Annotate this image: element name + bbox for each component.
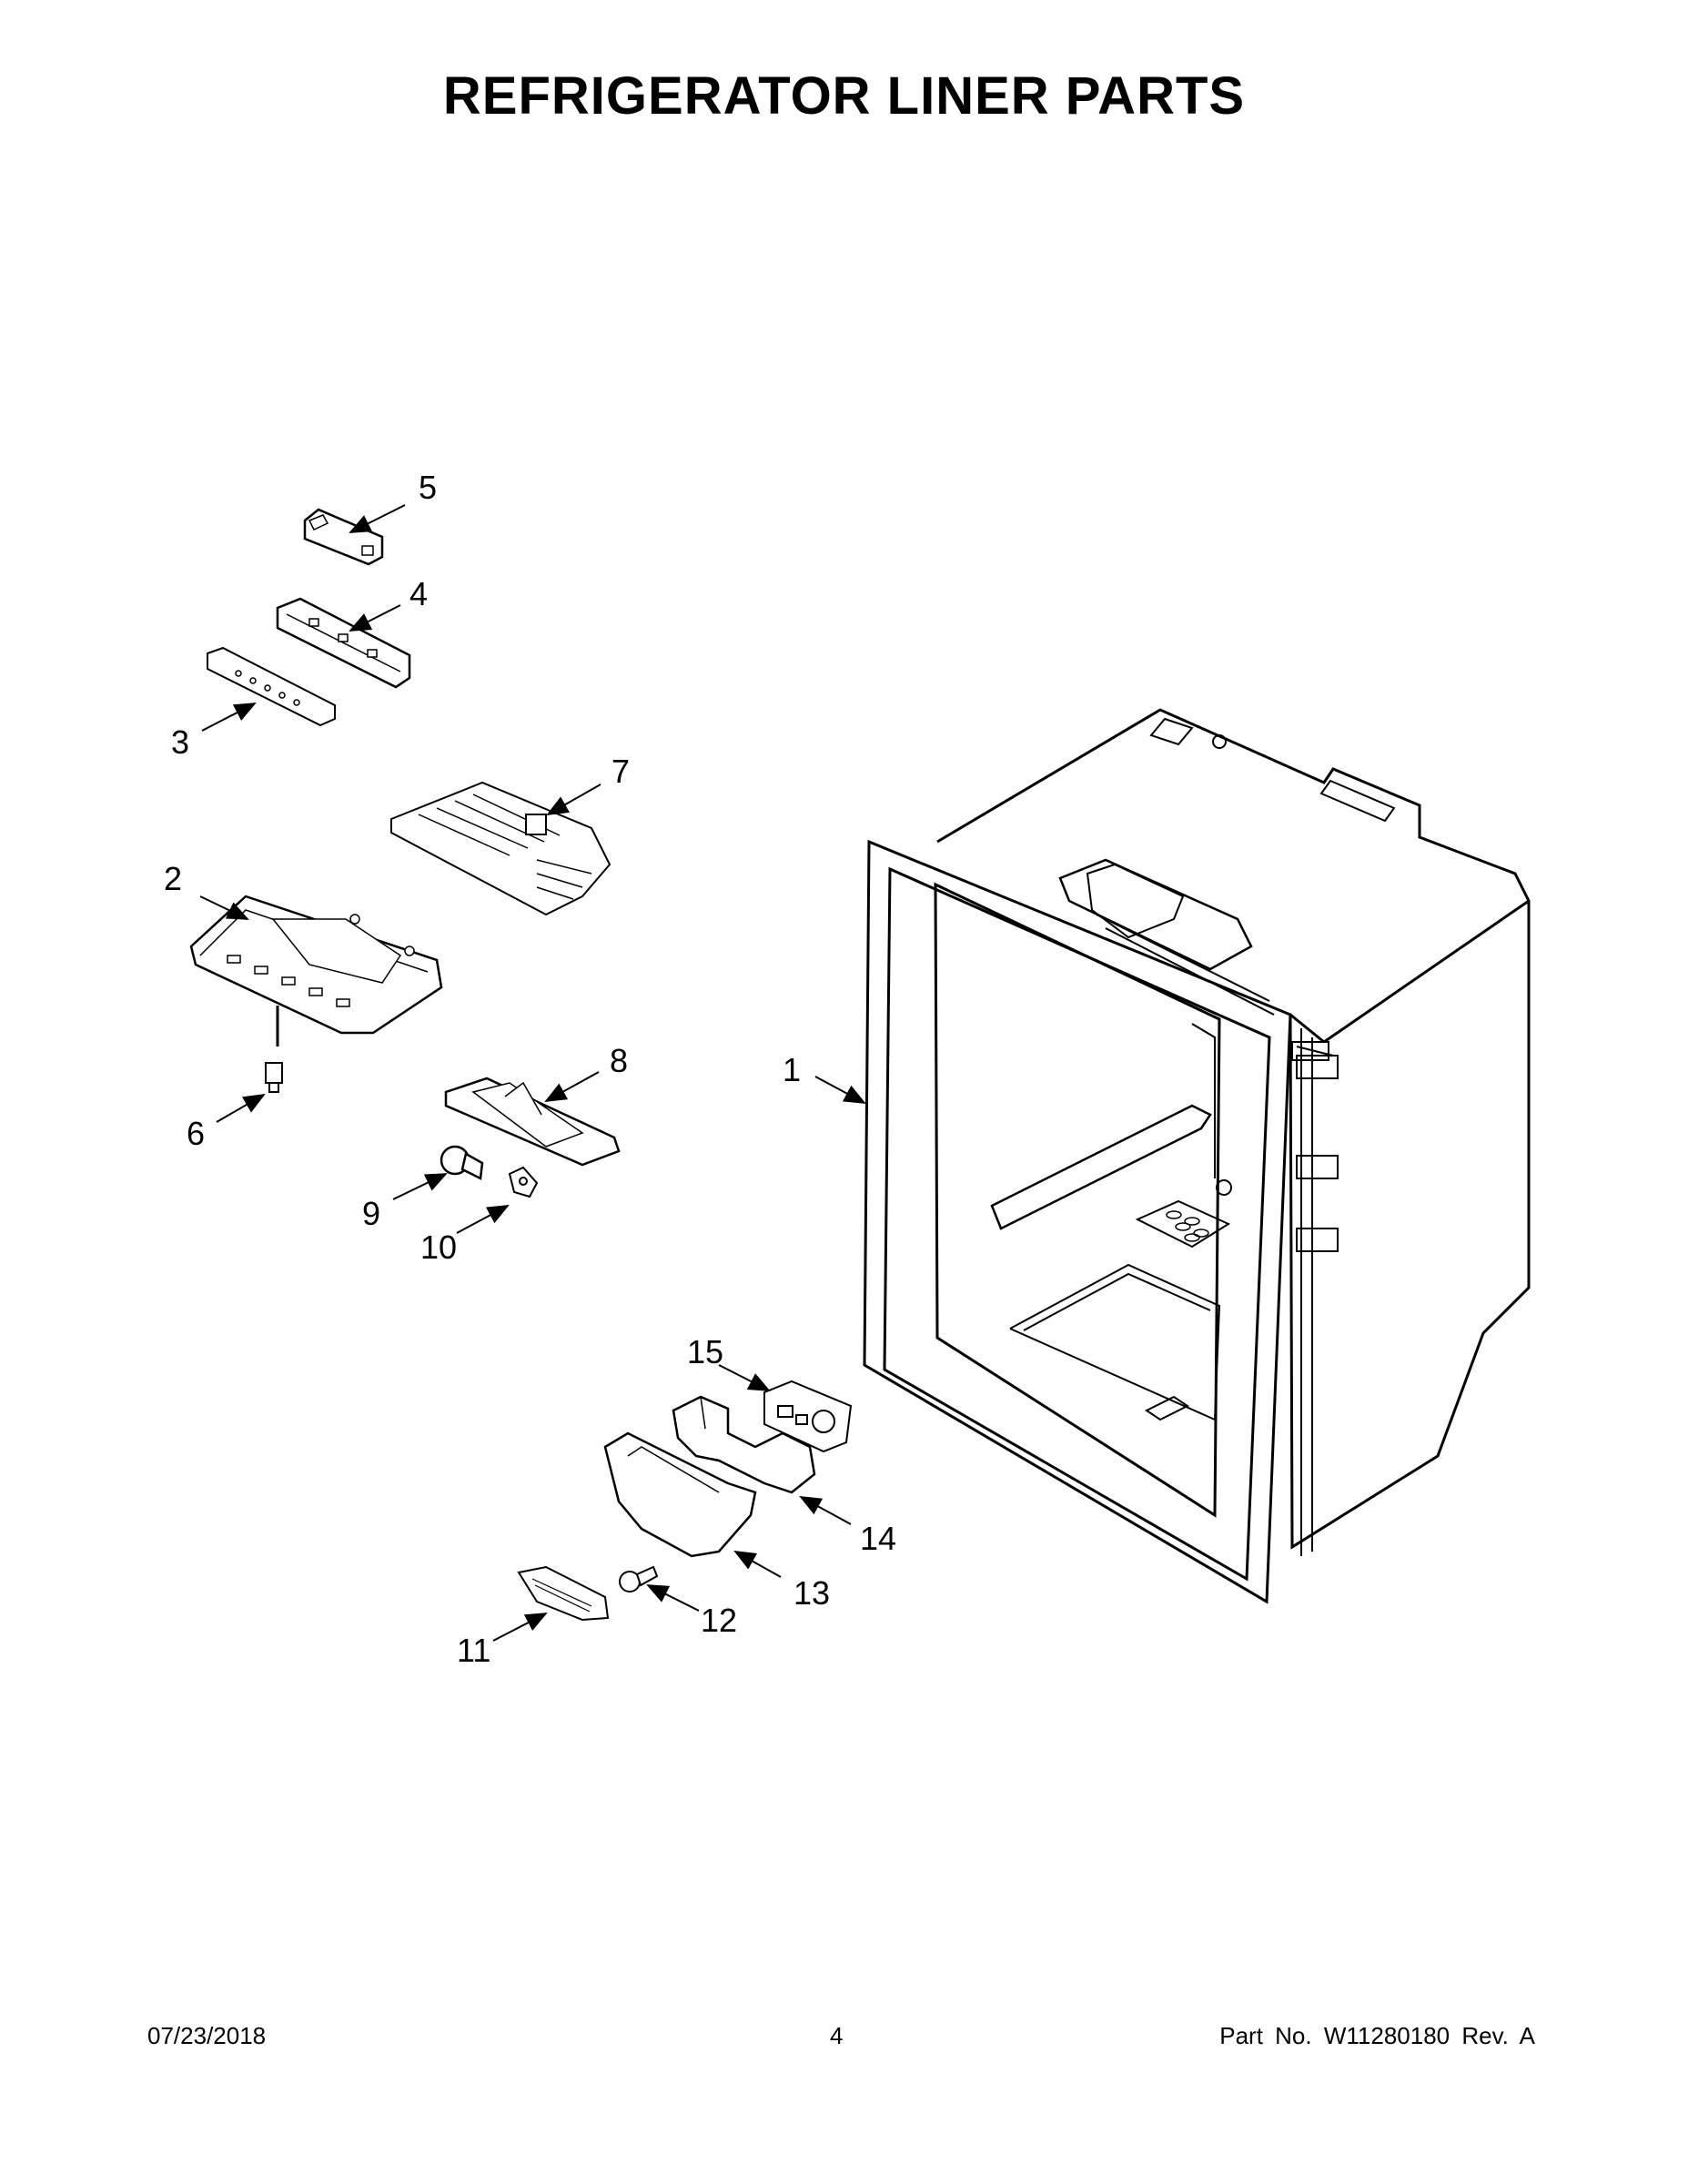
callout-10: 10 (420, 1228, 457, 1266)
arrow-10 (456, 1205, 510, 1234)
footer-page-number: 4 (830, 2022, 844, 2049)
part-11-trim (517, 1565, 610, 1622)
part-14-bracket (672, 1395, 816, 1494)
part-1-liner (863, 708, 1531, 1604)
callout-4: 4 (409, 575, 428, 612)
arrow-2 (199, 895, 249, 920)
callout-15: 15 (687, 1333, 723, 1370)
arrow-12 (646, 1584, 700, 1612)
callout-8: 8 (610, 1042, 628, 1079)
callout-14: 14 (860, 1520, 896, 1557)
arrow-1 (814, 1076, 866, 1104)
callout-7: 7 (612, 753, 630, 790)
callout-1: 1 (783, 1051, 801, 1088)
callout-12: 12 (701, 1602, 737, 1639)
arrow-7 (546, 784, 601, 815)
part-3-label-strip (207, 646, 336, 727)
part-6-switch (265, 1062, 283, 1093)
arrow-15 (718, 1364, 771, 1391)
part-10-socket (508, 1166, 539, 1198)
callout-5: 5 (419, 469, 437, 506)
part-9-bulb (440, 1145, 484, 1180)
callout-9: 9 (362, 1195, 380, 1232)
arrow-11 (492, 1613, 548, 1642)
arrow-14 (799, 1496, 852, 1525)
arrow-6 (216, 1094, 266, 1123)
arrow-13 (733, 1551, 782, 1578)
callout-2: 2 (164, 860, 182, 897)
callout-labels: 1 2 3 4 5 6 7 8 9 10 11 12 13 14 15 (164, 469, 896, 1669)
arrow-5 (349, 504, 406, 533)
part-12-screw (619, 1565, 659, 1592)
leader-arrows (199, 504, 866, 1642)
part-7-cover (390, 781, 612, 916)
page-title: REFRIGERATOR LINER PARTS (442, 66, 1246, 126)
part-2-tray (189, 895, 443, 1046)
part-13-cover (603, 1431, 757, 1558)
arrow-4 (349, 604, 401, 632)
callout-11: 11 (457, 1632, 490, 1669)
callout-3: 3 (171, 723, 189, 761)
arrow-9 (392, 1173, 448, 1200)
footer-date: 07/23/2018 (147, 2022, 267, 2049)
part-5-bracket (303, 508, 384, 566)
part-4-housing (276, 597, 411, 689)
arrow-8 (544, 1071, 600, 1102)
footer-part-number: Part No. W11280180 Rev. A (1219, 2022, 1535, 2049)
callout-6: 6 (187, 1115, 205, 1152)
part-8-light-housing (444, 1077, 621, 1167)
arrow-3 (201, 703, 257, 732)
callout-13: 13 (793, 1574, 830, 1612)
